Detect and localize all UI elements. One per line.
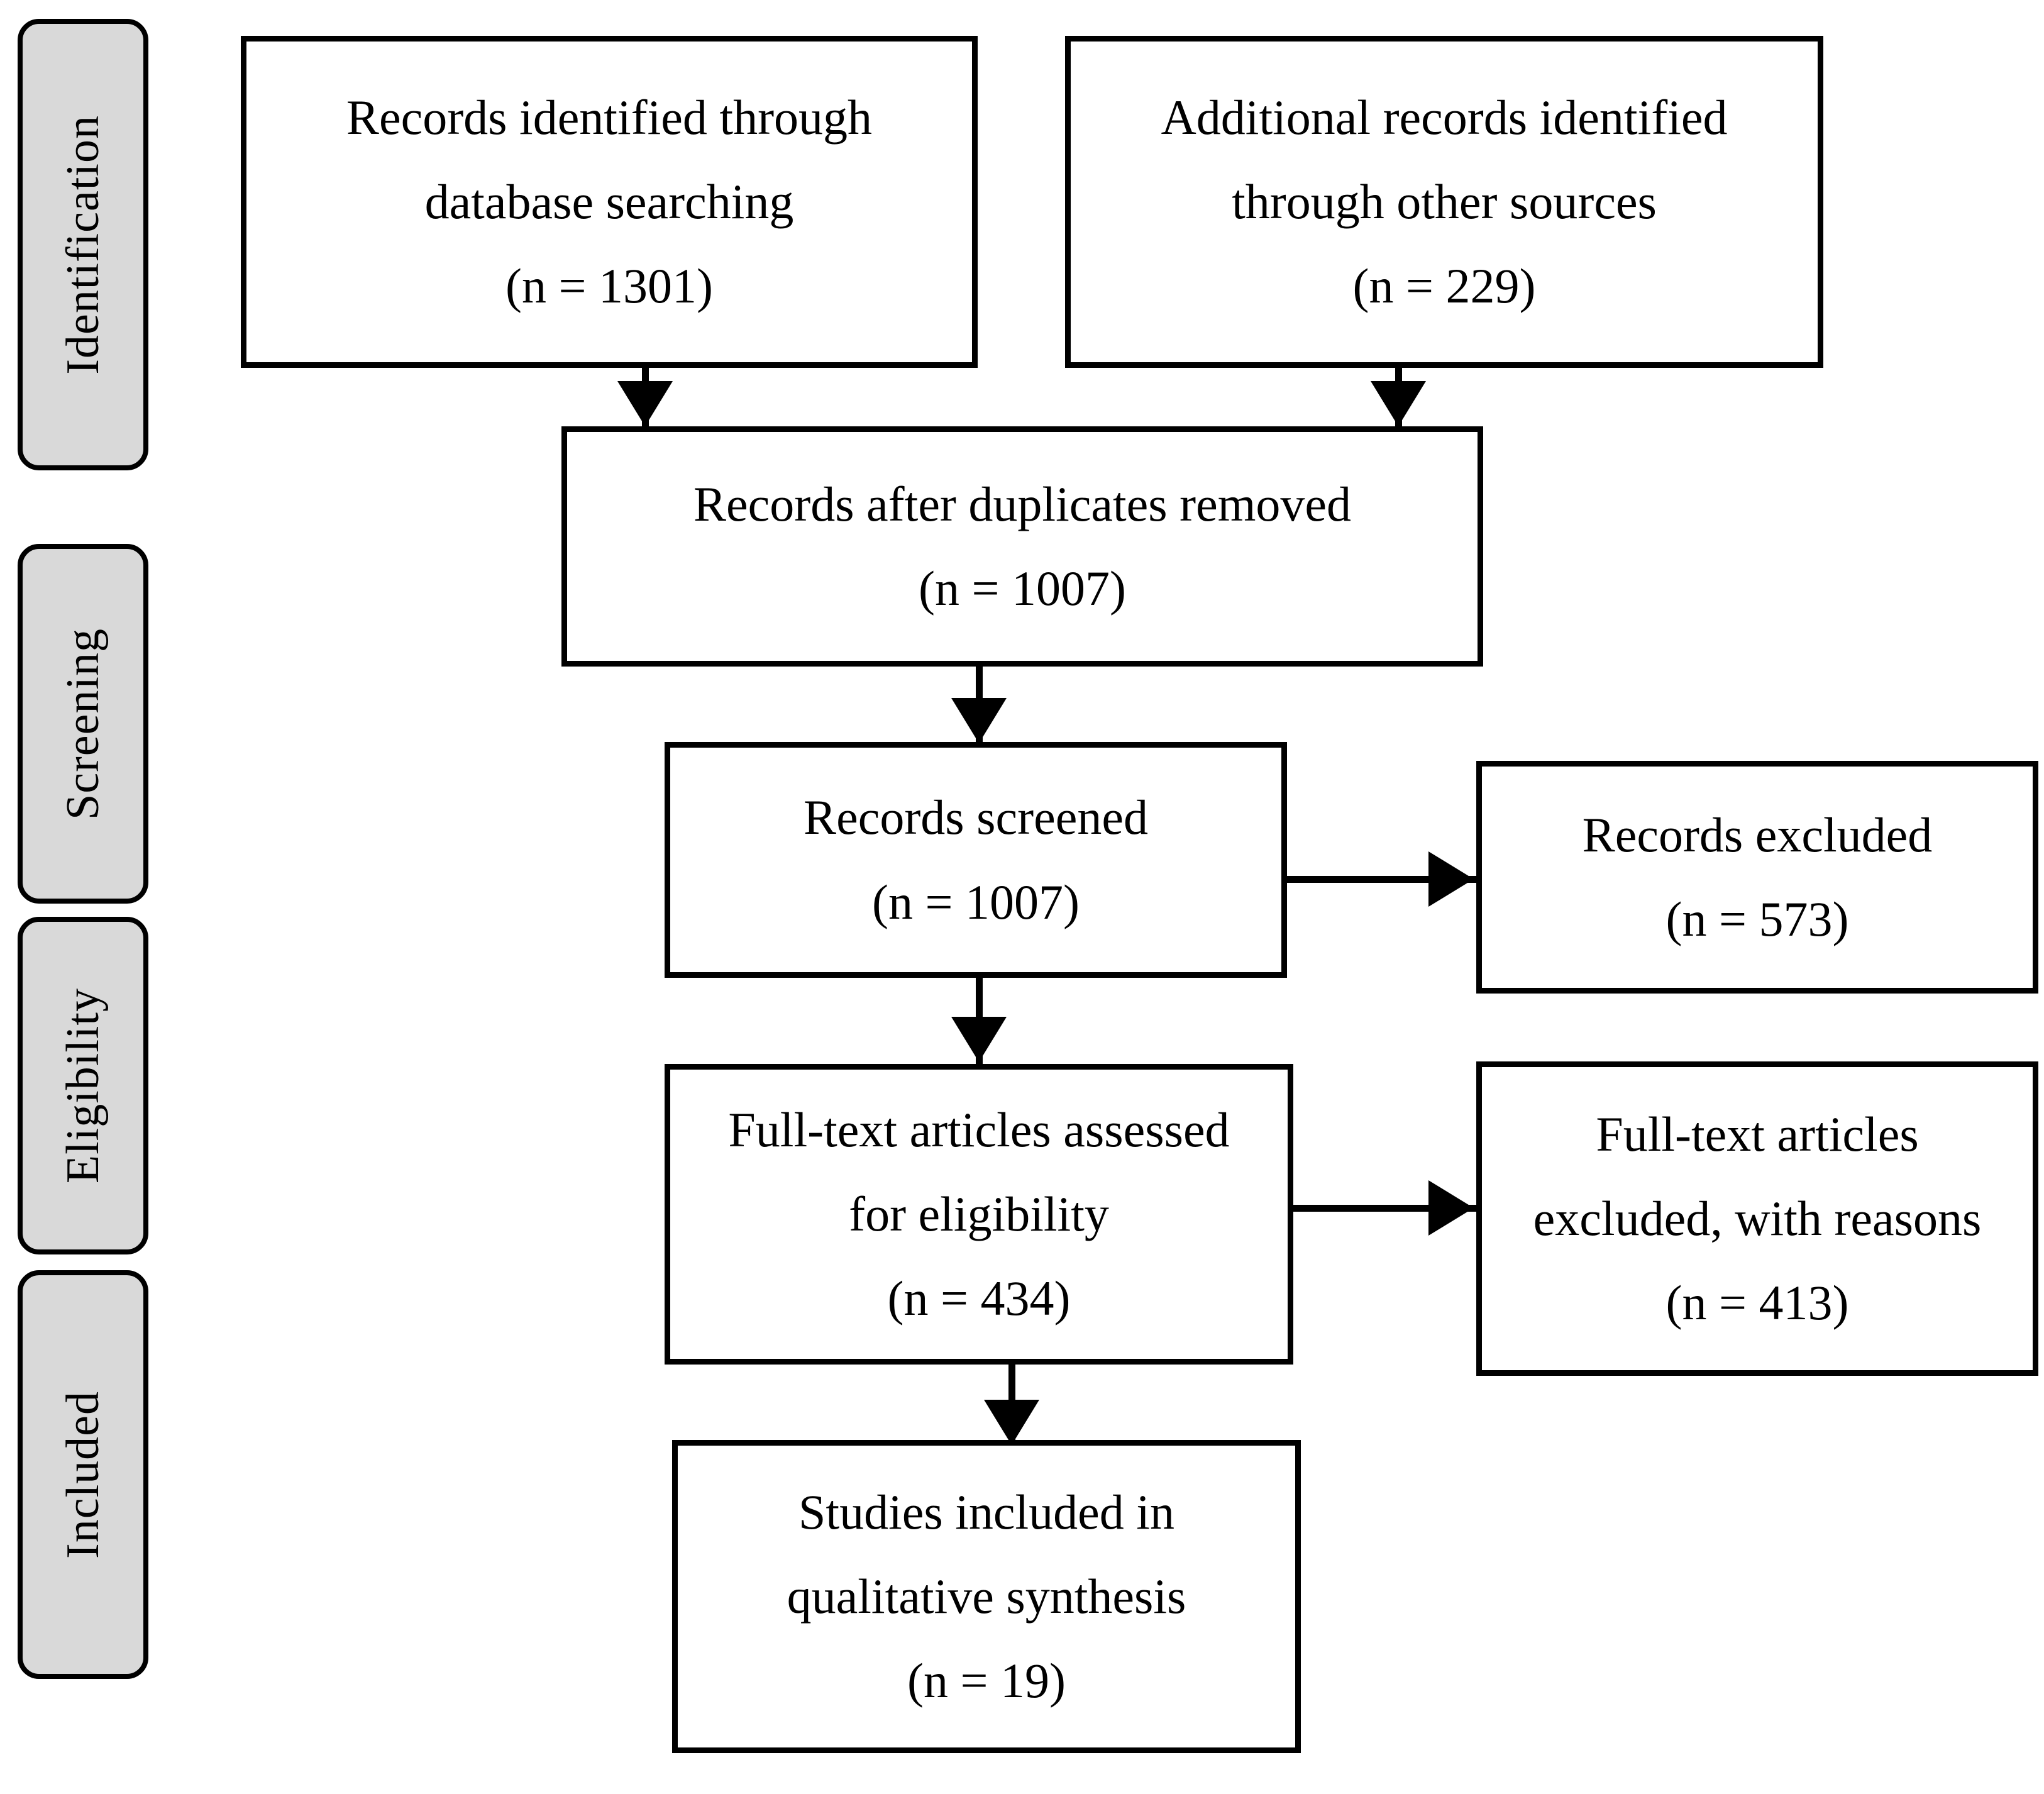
box-full-text-excluded-line-1: Full-text articles <box>1596 1106 1919 1161</box>
box-studies-included-qualitative-line-2: qualitative synthesis <box>787 1568 1186 1624</box>
box-additional-records-other-sources-line-3: (n = 229) <box>1352 258 1536 314</box>
box-studies-included-qualitative: Studies included in qualitative synthesi… <box>672 1440 1301 1753</box>
box-full-text-excluded-line-2: excluded, with reasons <box>1533 1190 1982 1246</box>
connector-screened-to-fulltext-arrowhead <box>951 1017 1007 1062</box>
box-additional-records-other-sources-line-1: Additional records identified <box>1161 89 1728 145</box>
box-records-screened-line-1: Records screened <box>804 790 1148 845</box>
connector-other-sources-to-duplicates-arrowhead <box>1371 381 1426 426</box>
box-studies-included-qualitative-line-1: Studies included in <box>798 1484 1174 1539</box>
connector-fulltext-to-excluded-line <box>1289 1205 1478 1212</box>
connector-screened-to-excluded-arrowhead <box>1428 851 1474 907</box>
stage-label-screening-text: Screening <box>57 628 109 820</box>
connector-database-to-duplicates-arrowhead <box>617 381 673 426</box>
box-full-text-excluded: Full-text articles excluded, with reason… <box>1476 1061 2038 1376</box>
connector-screened-to-excluded-line <box>1270 876 1478 883</box>
box-records-screened-line-2: (n = 1007) <box>872 874 1080 929</box>
box-full-text-assessed-line-1: Full-text articles assessed <box>728 1102 1230 1157</box>
stage-label-included-text: Included <box>57 1390 109 1559</box>
connector-fulltext-to-excluded-arrowhead <box>1428 1180 1474 1236</box>
box-records-excluded-line-1: Records excluded <box>1582 807 1933 862</box>
box-records-excluded: Records excluded (n = 573) <box>1476 761 2038 994</box>
stage-label-screening: Screening <box>18 544 148 904</box>
connector-duplicates-to-screened-arrowhead <box>951 698 1007 743</box>
box-records-excluded-line-2: (n = 573) <box>1666 892 1849 946</box>
box-records-screened: Records screened (n = 1007) <box>665 742 1287 978</box>
stage-label-identification: Identification <box>18 19 148 470</box>
box-studies-included-qualitative-line-3: (n = 19) <box>907 1653 1066 1708</box>
stage-label-eligibility-text: Eligibility <box>57 987 109 1184</box>
box-full-text-assessed-line-2: for eligibility <box>849 1186 1109 1241</box>
stage-label-identification-text: Identification <box>57 114 109 375</box>
box-records-identified-database-line-2: database searching <box>424 174 794 229</box>
box-records-after-duplicates-removed-line-1: Records after duplicates removed <box>693 476 1352 531</box>
box-full-text-assessed: Full-text articles assessed for eligibil… <box>665 1064 1293 1365</box>
box-records-after-duplicates-removed: Records after duplicates removed (n = 10… <box>561 426 1483 667</box>
stage-label-eligibility: Eligibility <box>18 917 148 1254</box>
box-records-identified-database: Records identified through database sear… <box>241 36 978 368</box>
box-records-identified-database-line-1: Records identified through <box>346 89 873 145</box>
connector-fulltext-to-included-arrowhead <box>984 1400 1039 1445</box>
box-additional-records-other-sources: Additional records identified through ot… <box>1065 36 1823 368</box>
box-full-text-excluded-line-3: (n = 413) <box>1666 1275 1849 1331</box>
box-full-text-assessed-line-3: (n = 434) <box>887 1271 1071 1326</box>
box-records-after-duplicates-removed-line-2: (n = 1007) <box>919 561 1126 616</box>
box-records-identified-database-line-3: (n = 1301) <box>505 258 713 314</box>
stage-label-included: Included <box>18 1270 148 1679</box>
box-additional-records-other-sources-line-2: through other sources <box>1232 174 1657 229</box>
